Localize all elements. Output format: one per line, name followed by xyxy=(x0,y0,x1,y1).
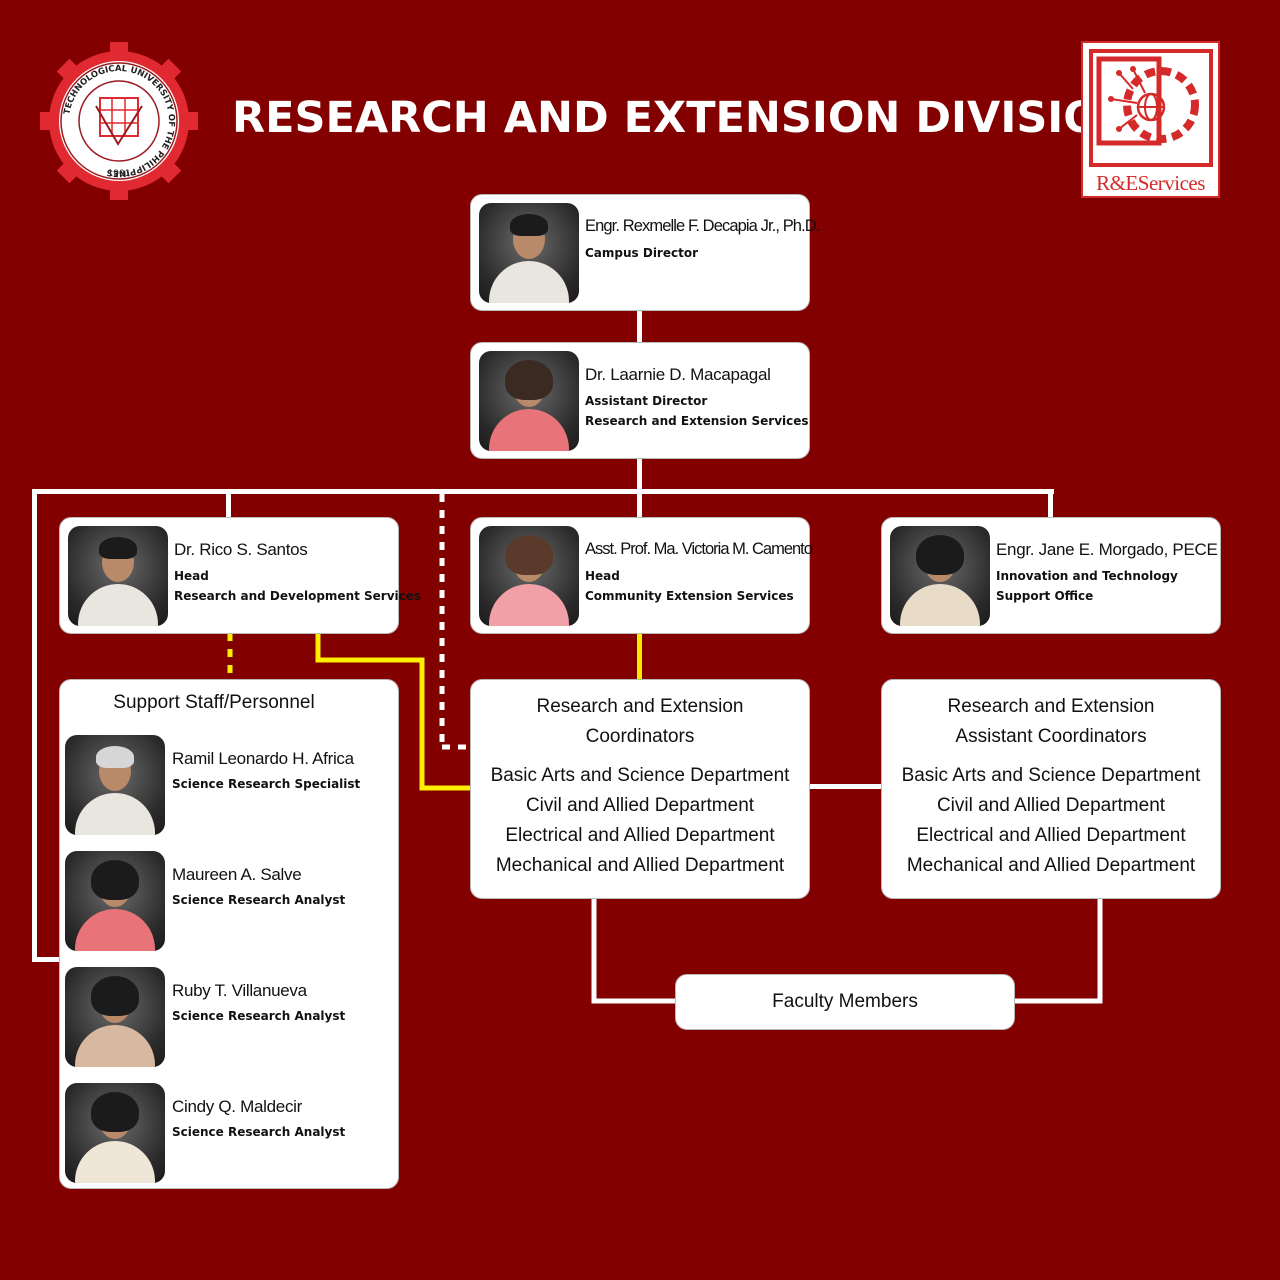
head-rds-name: Dr. Rico S. Santos xyxy=(174,540,308,559)
connector-assistant-down xyxy=(637,458,642,492)
staff-role-salve: Science Research Analyst xyxy=(172,893,346,907)
assistant-director-name: Dr. Laarnie D. Macapagal xyxy=(585,365,771,384)
head-itso-name: Engr. Jane E. Morgado, PECE xyxy=(996,540,1218,559)
head-rds-role-2: Research and Development Services xyxy=(174,589,422,603)
staff-name-africa: Ramil Leonardo H. Africa xyxy=(172,749,354,768)
tup-seal-logo: TECHNOLOGICAL UNIVERSITY OF THE PHILIPPI… xyxy=(40,42,198,200)
staff-name-villanueva: Ruby T. Villanueva xyxy=(172,981,307,1000)
res-logo-text: R&EServices xyxy=(1096,171,1205,195)
staff-photo-villanueva xyxy=(65,967,165,1067)
connector-left-vertical xyxy=(32,489,37,962)
staff-photo-maldecir xyxy=(65,1083,165,1183)
staff-role-maldecir: Science Research Analyst xyxy=(172,1125,346,1139)
head-card-itso: Engr. Jane E. Morgado, PECE Innovation a… xyxy=(881,517,1221,634)
connector-to-faculty xyxy=(591,895,1103,1004)
staff-name-salve: Maureen A. Salve xyxy=(172,865,302,884)
head-itso-photo xyxy=(890,526,990,626)
coordinators-dept-3: Electrical and Allied Department xyxy=(505,825,775,846)
assistant-director-card: Dr. Laarnie D. Macapagal Assistant Direc… xyxy=(470,342,810,459)
connector-bus-to-ces xyxy=(637,489,642,519)
head-ces-photo xyxy=(479,526,579,626)
globe-gear-circuit-icon xyxy=(1089,49,1213,167)
faculty-members-label: Faculty Members xyxy=(772,991,918,1012)
connector-director-to-assistant xyxy=(637,310,642,344)
head-ces-role-1: Head xyxy=(585,569,620,583)
campus-director-card: Engr. Rexmelle F. Decapia Jr., Ph.D. Cam… xyxy=(470,194,820,311)
assistant-coordinators-dept-1: Basic Arts and Science Department xyxy=(901,765,1201,786)
seal-year: 1901 xyxy=(108,169,131,179)
yellow-dotted-rds-to-staff xyxy=(227,633,233,681)
staff-member-villanueva: Ruby T. Villanueva Science Research Anal… xyxy=(60,967,400,1072)
staff-role-villanueva: Science Research Analyst xyxy=(172,1009,346,1023)
head-rds-photo xyxy=(68,526,168,626)
coordinators-dept-2: Civil and Allied Department xyxy=(525,795,755,816)
assistant-director-role-2: Research and Extension Services xyxy=(585,414,809,428)
support-staff-title: Support Staff/Personnel xyxy=(113,692,315,713)
coordinators-title-1: Research and Extension xyxy=(536,696,744,717)
page-title: RESEARCH AND EXTENSION DIVISION xyxy=(232,93,1136,143)
assistant-coordinators-card: Research and Extension Assistant Coordin… xyxy=(881,679,1221,899)
staff-photo-salve xyxy=(65,851,165,951)
assistant-coordinators-title-1: Research and Extension xyxy=(947,696,1155,717)
connector-coordinators-to-assistants xyxy=(808,784,882,789)
staff-photo-africa xyxy=(65,735,165,835)
tup-gear-seal-icon xyxy=(40,42,198,200)
coordinators-card: Research and Extension Coordinators Basi… xyxy=(470,679,810,899)
head-card-rds: Dr. Rico S. Santos Head Research and Dev… xyxy=(59,517,421,634)
head-card-ces: Asst. Prof. Ma. Victoria M. Camento Head… xyxy=(470,517,813,634)
support-staff-card: Support Staff/Personnel Ramil Leonardo H… xyxy=(59,679,399,1189)
coordinators-dept-1: Basic Arts and Science Department xyxy=(490,765,790,786)
staff-member-salve: Maureen A. Salve Science Research Analys… xyxy=(60,851,400,956)
staff-member-maldecir: Cindy Q. Maldecir Science Research Analy… xyxy=(60,1083,400,1188)
dotted-connector-to-coordinators xyxy=(439,494,472,750)
staff-role-africa: Science Research Specialist xyxy=(172,777,361,791)
yellow-connector-ces-to-coordinators xyxy=(637,633,642,681)
res-logo: R&EServices xyxy=(1081,41,1220,198)
staff-name-maldecir: Cindy Q. Maldecir xyxy=(172,1097,302,1116)
connector-left-to-staff xyxy=(32,957,62,962)
head-rds-role-1: Head xyxy=(174,569,209,583)
faculty-members-card: Faculty Members xyxy=(675,974,1015,1030)
connector-bus-to-itso xyxy=(1048,489,1053,519)
assistant-director-role-1: Assistant Director xyxy=(585,394,708,408)
campus-director-role: Campus Director xyxy=(585,246,699,260)
head-itso-role-2: Support Office xyxy=(996,589,1094,603)
connector-bus-to-rds xyxy=(226,489,231,519)
connector-horizontal-bus xyxy=(32,489,1054,494)
campus-director-photo xyxy=(479,203,579,303)
head-itso-role-1: Innovation and Technology xyxy=(996,569,1178,583)
assistant-director-photo xyxy=(479,351,579,451)
staff-member-africa: Ramil Leonardo H. Africa Science Researc… xyxy=(60,735,400,840)
coordinators-title-2: Coordinators xyxy=(585,726,695,747)
campus-director-name: Engr. Rexmelle F. Decapia Jr., Ph.D. xyxy=(585,217,820,235)
coordinators-dept-4: Mechanical and Allied Department xyxy=(495,855,785,876)
assistant-coordinators-dept-2: Civil and Allied Department xyxy=(936,795,1166,816)
head-ces-role-2: Community Extension Services xyxy=(585,589,794,603)
head-ces-name: Asst. Prof. Ma. Victoria M. Camento xyxy=(585,540,813,558)
assistant-coordinators-dept-3: Electrical and Allied Department xyxy=(916,825,1186,846)
yellow-connector-rds-to-coordinators xyxy=(315,630,475,791)
assistant-coordinators-dept-4: Mechanical and Allied Department xyxy=(906,855,1196,876)
assistant-coordinators-title-2: Assistant Coordinators xyxy=(955,726,1147,747)
